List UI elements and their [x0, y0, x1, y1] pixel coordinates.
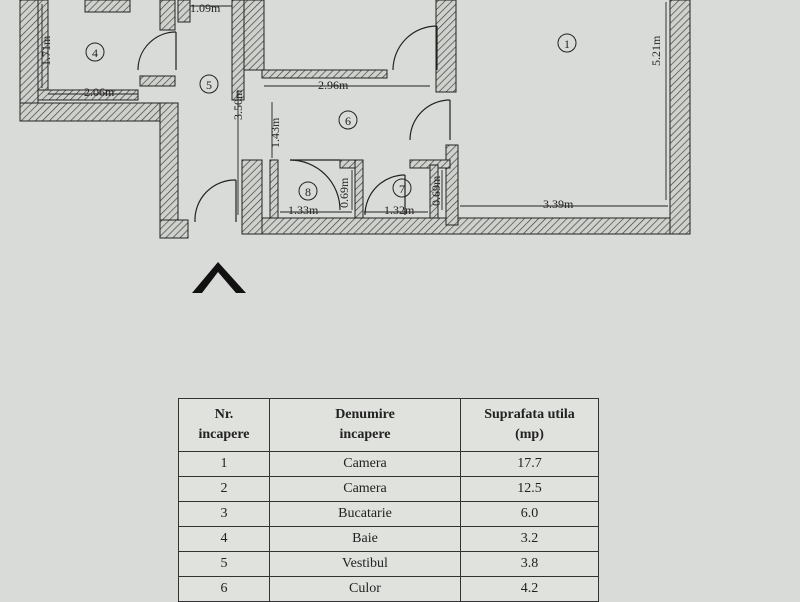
dim-label: 3.39m: [543, 197, 574, 211]
dim-label: 0.69m: [337, 177, 351, 208]
room-name-cell: Culor: [269, 576, 461, 602]
table-row: 2 Camera 12.5: [178, 476, 599, 502]
room-area-cell: 6.0: [460, 501, 599, 527]
table-header-row: Nr. incapere Denumire incapere Suprafata…: [178, 398, 599, 452]
table-row: 6 Culor 4.2: [178, 576, 599, 602]
room-number: 6: [345, 114, 351, 128]
header-usable-area: Suprafata utila (mp): [460, 398, 599, 452]
dimension-lines: [41, 2, 668, 215]
entrance-arrow-icon: [192, 262, 246, 293]
room-number: 5: [206, 78, 212, 92]
room-number: 7: [399, 182, 405, 196]
dim-label: 1.32m: [384, 203, 415, 217]
header-room-name: Denumire incapere: [269, 398, 461, 452]
room-area-cell: 3.8: [460, 551, 599, 577]
room-markers: 1 4 5 6 7 8: [85, 33, 577, 201]
header-room-number: Nr. incapere: [178, 398, 270, 452]
dim-label: 1.43m: [268, 117, 282, 148]
table-row: 4 Baie 3.2: [178, 526, 599, 552]
room-number-cell: 3: [178, 501, 270, 527]
room-marker: 7: [392, 178, 412, 198]
dim-label: 3.50m: [231, 89, 245, 120]
room-number: 4: [92, 46, 98, 60]
room-name-cell: Bucatarie: [269, 501, 461, 527]
floor-plan: 1.09m 1.71m 2.06m 2.96m 3.50m 1.43m 5.21…: [19, 0, 691, 293]
room-number: 8: [305, 185, 311, 199]
room-number-cell: 6: [178, 576, 270, 602]
room-name-cell: Baie: [269, 526, 461, 552]
room-marker: 6: [338, 110, 358, 130]
dim-label: 5.21m: [649, 35, 663, 66]
dim-label: 1.71m: [39, 35, 53, 66]
room-marker: 5: [199, 74, 219, 94]
dim-label: 2.06m: [84, 85, 115, 99]
room-name-cell: Vestibul: [269, 551, 461, 577]
table-row: 5 Vestibul 3.8: [178, 551, 599, 577]
table-row: 3 Bucatarie 6.0: [178, 501, 599, 527]
walls: [19, 0, 691, 239]
room-number-cell: 4: [178, 526, 270, 552]
dim-label: 0.69m: [429, 175, 443, 206]
room-number-cell: 2: [178, 476, 270, 502]
room-number-cell: 5: [178, 551, 270, 577]
room-name-cell: Camera: [269, 476, 461, 502]
dim-label: 2.96m: [318, 78, 349, 92]
dimension-labels: 1.09m 1.71m 2.06m 2.96m 3.50m 1.43m 5.21…: [39, 1, 663, 217]
room-area-cell: 4.2: [460, 576, 599, 602]
dim-label: 1.09m: [190, 1, 221, 15]
room-number: 1: [564, 37, 570, 51]
room-marker: 8: [298, 181, 318, 201]
rooms-table: Nr. incapere Denumire incapere Suprafata…: [178, 398, 599, 602]
table-row: 1 Camera 17.7: [178, 451, 599, 477]
room-number-cell: 1: [178, 451, 270, 477]
room-area-cell: 12.5: [460, 476, 599, 502]
room-area-cell: 17.7: [460, 451, 599, 477]
room-area-cell: 3.2: [460, 526, 599, 552]
dim-label: 1.33m: [288, 203, 319, 217]
room-name-cell: Camera: [269, 451, 461, 477]
doors: [137, 25, 451, 223]
room-marker: 1: [557, 33, 577, 53]
room-marker: 4: [85, 42, 105, 62]
